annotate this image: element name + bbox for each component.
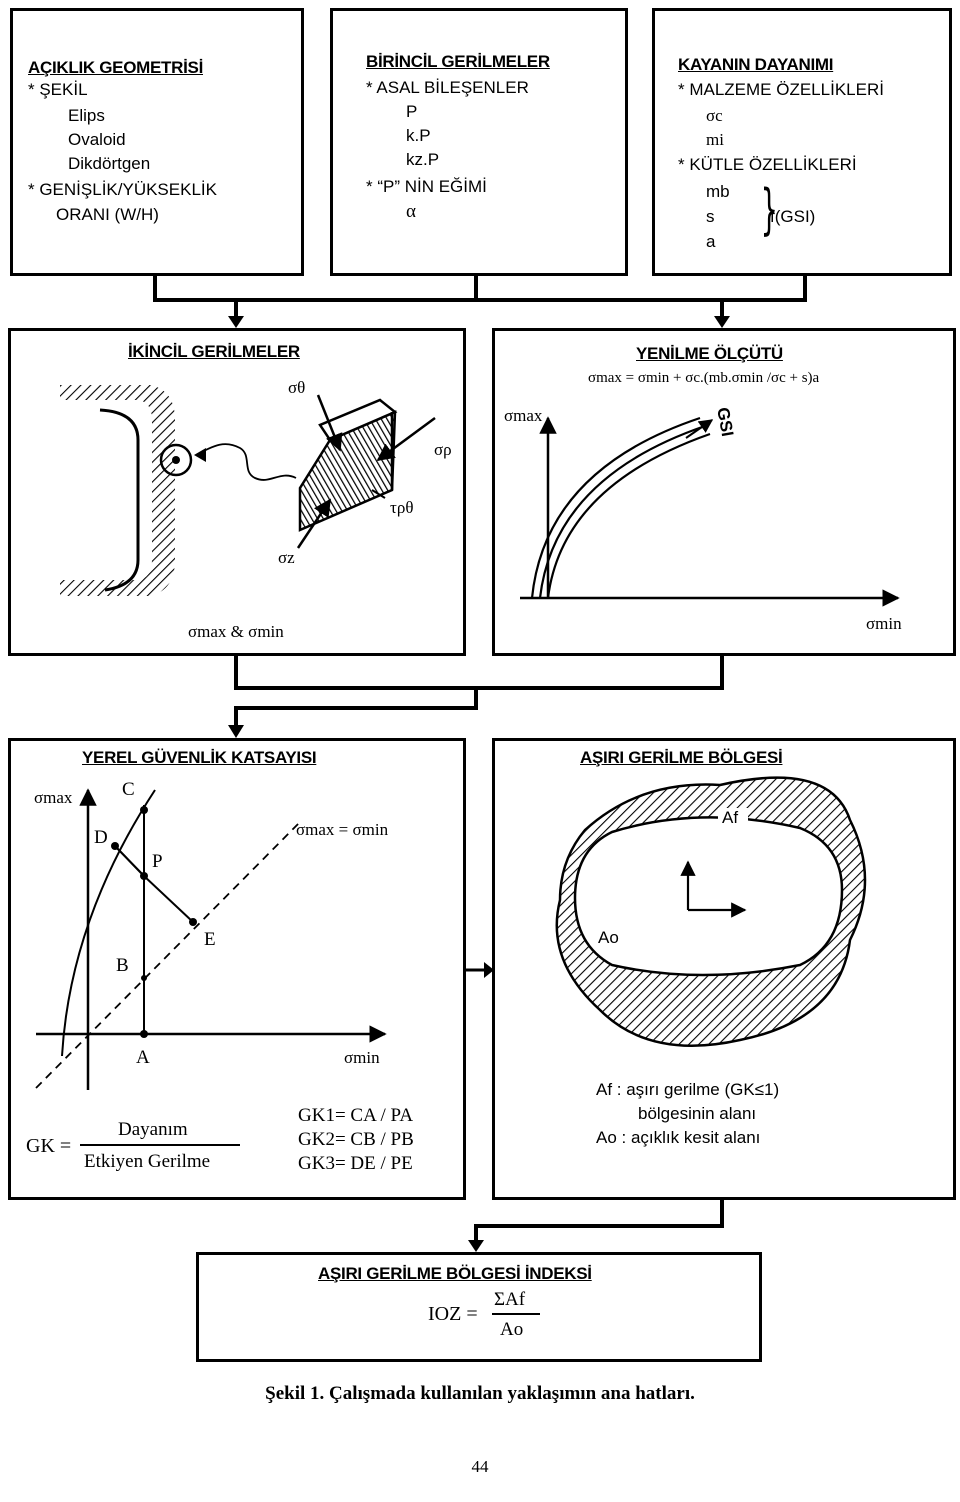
- legend-line: Ao : açıklık kesit alanı: [596, 1128, 761, 1147]
- box-kayanin-dayanimi: [652, 8, 952, 276]
- connector-bottom: [474, 1200, 724, 1244]
- box2-item: k.P: [406, 126, 431, 145]
- box7-heading: AŞIRI GERİLME BÖLGESİ: [580, 748, 783, 767]
- x-axis-label: σmin: [866, 614, 902, 633]
- point-label: P: [152, 851, 163, 872]
- box2-item: * “P” NİN EĞİMİ: [366, 177, 487, 196]
- ioz-lhs: IOZ =: [428, 1303, 478, 1325]
- box-aciklik-geometrisi: [10, 8, 304, 276]
- page-number: 44: [471, 1457, 489, 1476]
- box-asiri-gerilme: [492, 738, 956, 1200]
- box6-heading: YEREL GÜVENLİK KATSAYISI: [82, 748, 317, 767]
- box3-heading: KAYANIN DAYANIMI: [678, 55, 834, 74]
- box3-item: mb: [706, 182, 730, 201]
- legend-line: Af : aşırı gerilme (GK≤1): [596, 1080, 780, 1099]
- failure-formula: σmax = σmin + σc.(mb.σmin /σc + s)a: [588, 370, 820, 386]
- box3-item: * MALZEME ÖZELLİKLERİ: [678, 80, 884, 99]
- identity-line-label: σmax = σmin: [296, 820, 389, 839]
- point-label: D: [94, 827, 108, 848]
- point-label: A: [136, 1047, 150, 1068]
- point-label: C: [122, 779, 135, 800]
- element-circle: [159, 443, 193, 477]
- point-label: E: [204, 929, 216, 950]
- sigma-z-label: σz: [278, 548, 295, 567]
- box1-heading: AÇIKLIK GEOMETRİSİ: [28, 58, 203, 77]
- box3-item: * KÜTLE ÖZELLİKLERİ: [678, 155, 857, 174]
- box3-item: a: [706, 232, 716, 251]
- box-yenilme-olcutu: [492, 328, 956, 656]
- box3-item: s: [706, 207, 715, 226]
- tau-label: τρθ: [390, 498, 414, 517]
- box8-heading: AŞIRI GERİLME BÖLGESİ İNDEKSİ: [318, 1264, 592, 1283]
- ao-label: Ao: [598, 928, 619, 947]
- point-label: B: [116, 955, 129, 976]
- box3-item: σc: [706, 106, 723, 125]
- connector-middle: [234, 655, 724, 728]
- ioz-denominator: Ao: [500, 1319, 524, 1340]
- sigma-rho-label: σρ: [434, 440, 452, 459]
- gsi-function: f(GSI): [770, 207, 816, 226]
- box4-heading: İKİNCİL GERİLMELER: [128, 342, 300, 361]
- y-axis-label: σmax: [34, 788, 73, 807]
- legend-line: bölgesinin alanı: [638, 1104, 757, 1123]
- box1-item: ORANI (W/H): [56, 205, 159, 224]
- figure-caption: Şekil 1. Çalışmada kullanılan yaklaşımın…: [265, 1383, 695, 1404]
- tunnel-wall-drawing: [60, 385, 175, 596]
- gsi-curve-label: GSI: [713, 405, 738, 438]
- brace-bracket: }: [760, 178, 778, 241]
- box2-item: * ASAL BİLEŞENLER: [366, 78, 529, 97]
- box1-item: Dikdörtgen: [68, 154, 151, 173]
- gk-definition: GK1= CA / PA: [298, 1105, 414, 1126]
- gk-lhs: GK =: [26, 1135, 72, 1157]
- box-ikincil-gerilmeler: [8, 328, 466, 656]
- ioz-numerator: ΣAf: [494, 1289, 526, 1310]
- box2-heading: BİRİNCİL GERİLMELER: [366, 52, 550, 71]
- af-label: Af: [722, 808, 739, 827]
- box5-heading: YENİLME ÖLÇÜTÜ: [636, 344, 783, 363]
- box3-item: mi: [706, 130, 724, 149]
- box-asiri-gerilme-indeksi: [196, 1252, 762, 1362]
- box4-footer: σmax & σmin: [188, 622, 284, 641]
- box-yerel-guvenlik: [8, 738, 466, 1200]
- box1-item: * ŞEKİL: [28, 80, 88, 99]
- box2-item: α: [406, 201, 416, 222]
- gk-numerator: Dayanım: [118, 1119, 188, 1140]
- gk-definition: GK2= CB / PB: [298, 1129, 414, 1150]
- sigma-theta-label: σθ: [288, 378, 306, 397]
- box-birincil-gerilmeler: [330, 8, 628, 276]
- gk-definition: GK3= DE / PE: [298, 1153, 413, 1174]
- gk-denominator: Etkiyen Gerilme: [84, 1151, 211, 1172]
- box1-item: Elips: [68, 106, 105, 125]
- connector-top: [153, 275, 807, 318]
- y-axis-label: σmax: [504, 406, 543, 425]
- box2-item: P: [406, 102, 418, 121]
- box1-item: Ovaloid: [68, 130, 126, 149]
- box2-item: kz.P: [406, 150, 440, 169]
- box1-item: * GENİŞLİK/YÜKSEKLİK: [28, 180, 217, 199]
- x-axis-label: σmin: [344, 1048, 380, 1067]
